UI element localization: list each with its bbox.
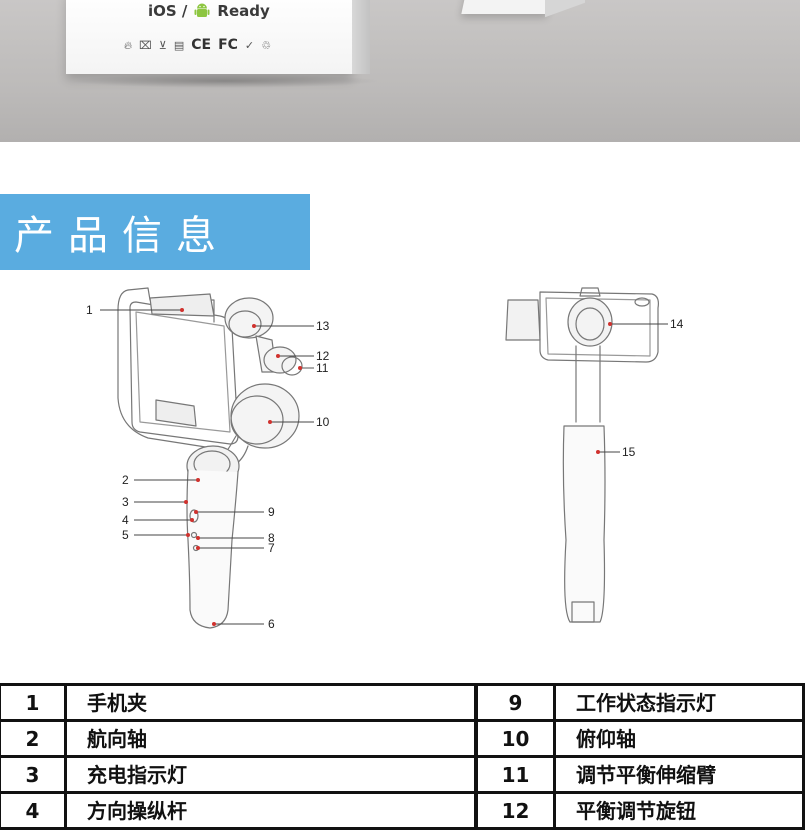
recycle-icon: ♲	[261, 38, 272, 52]
bin-icon: ⌧	[139, 38, 152, 52]
callout-10: 10	[316, 415, 330, 429]
android-icon	[193, 2, 211, 20]
table-row: 12 平衡调节旋钮	[475, 791, 805, 830]
gimbal-diagram: 1 2 3 4 5 6 7 8 9 10 11 12 13 14 15	[0, 280, 800, 660]
callout-8: 8	[268, 531, 275, 545]
part-number: 4	[0, 791, 67, 830]
stack-icon: ▤	[173, 38, 185, 52]
second-box-side	[545, 0, 585, 18]
callout-5: 5	[122, 528, 129, 542]
part-number: 12	[475, 791, 556, 830]
clamp-frame-side	[117, 289, 213, 449]
table-row: 10 俯仰轴	[475, 719, 805, 758]
second-box	[461, 0, 557, 14]
callout-12: 12	[316, 349, 330, 363]
callout-13: 13	[316, 319, 330, 333]
parts-table-right: 9 工作状态指示灯 10 俯仰轴 11 调节平衡伸缩臂 12 平衡调节旋钮	[475, 683, 805, 830]
callout-14: 14	[670, 317, 684, 331]
callout-7: 7	[268, 541, 275, 555]
part-number: 3	[0, 755, 67, 794]
wash-icon: ⊻	[158, 38, 167, 52]
rohs-mark: ✓	[244, 38, 255, 52]
callout-15: 15	[622, 445, 636, 459]
part-name: 平衡调节旋钮	[553, 791, 805, 830]
callout-9: 9	[268, 505, 275, 519]
certification-row: 🔥︎ ⌧ ⊻ ▤ CE FC ✓ ♲	[124, 34, 271, 56]
table-row: 4 方向操纵杆	[0, 791, 477, 830]
os-compatibility-line: iOS / Ready	[148, 0, 270, 22]
ready-label: Ready	[217, 2, 270, 20]
part-name: 调节平衡伸缩臂	[553, 755, 805, 794]
table-row: 3 充电指示灯	[0, 755, 477, 794]
section-header: 产品信息	[0, 194, 310, 270]
table-row: 9 工作状态指示灯	[475, 683, 805, 722]
product-box-photo: iOS / Ready 🔥︎ ⌧ ⊻ ▤ CE FC ✓ ♲	[0, 0, 800, 142]
flame-icon: 🔥︎	[124, 38, 133, 52]
part-name: 工作状态指示灯	[553, 683, 805, 722]
part-name: 充电指示灯	[64, 755, 477, 794]
ce-mark: CE	[191, 37, 212, 53]
callout-dots	[180, 308, 612, 626]
gimbal-line-drawing: 1 2 3 4 5 6 7 8 9 10 11 12 13 14 15	[86, 287, 684, 631]
callout-11: 11	[316, 361, 329, 375]
callout-1: 1	[86, 303, 93, 317]
part-name: 俯仰轴	[553, 719, 805, 758]
fcc-mark: FC	[218, 37, 238, 53]
part-number: 9	[475, 683, 556, 722]
part-name: 航向轴	[64, 719, 477, 758]
callout-leaders	[100, 309, 668, 625]
callout-4: 4	[122, 513, 129, 527]
table-row: 11 调节平衡伸缩臂	[475, 755, 805, 794]
part-number: 2	[0, 719, 67, 758]
part-number: 11	[475, 755, 556, 794]
parts-table-left: 1 手机夹 2 航向轴 3 充电指示灯 4 方向操纵杆	[0, 683, 477, 830]
callout-6: 6	[268, 617, 275, 631]
callout-3: 3	[122, 495, 129, 509]
callout-2: 2	[122, 473, 129, 487]
part-number: 1	[0, 683, 67, 722]
product-box-side	[352, 0, 370, 74]
table-row: 2 航向轴	[0, 719, 477, 758]
part-name: 手机夹	[64, 683, 477, 722]
ios-label: iOS /	[148, 2, 188, 20]
table-row: 1 手机夹	[0, 683, 477, 722]
part-number: 10	[475, 719, 556, 758]
box-shadow	[70, 74, 380, 88]
part-name: 方向操纵杆	[64, 791, 477, 830]
section-title: 产品信息	[14, 213, 230, 259]
